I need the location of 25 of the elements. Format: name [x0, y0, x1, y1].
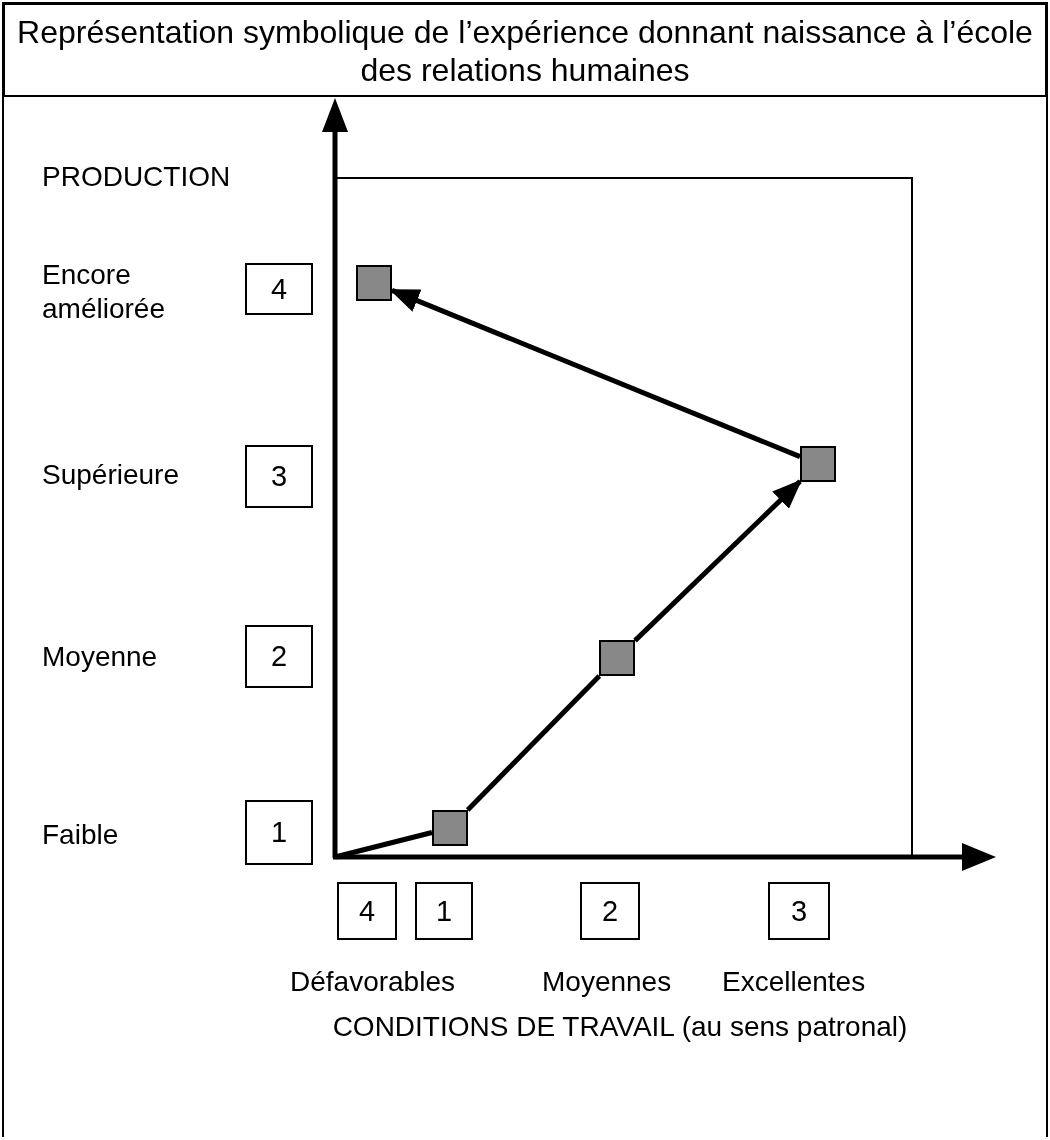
level-label: Encore améliorée [42, 258, 166, 326]
level-label: Faible [42, 818, 120, 852]
chart-title: Représentation symbolique de l’expérience donnant naissance à l’école des relations humaines [3, 3, 1047, 97]
level-label: Moyennes [542, 965, 673, 999]
level-label: Défavorables [290, 965, 456, 999]
arrow [633, 479, 803, 643]
rating-box: 2 [580, 882, 640, 940]
data-point-marker [800, 446, 836, 482]
rating-box: 3 [768, 882, 830, 940]
level-label: Supérieure [42, 458, 180, 492]
data-point-marker [599, 640, 635, 676]
rating-box: 3 [245, 445, 313, 508]
rating-box: 1 [245, 800, 313, 865]
level-label: Excellentes [722, 965, 867, 999]
connector-line [465, 674, 602, 812]
level-label: Moyenne [42, 640, 159, 674]
data-point-marker [432, 810, 468, 846]
rating-box: 2 [245, 625, 313, 688]
connector-line [334, 830, 433, 860]
rating-box: 4 [337, 882, 397, 940]
axis-title: CONDITIONS DE TRAVAIL (au sens patronal) [331, 1010, 909, 1044]
data-point-marker [356, 265, 392, 301]
rating-box: 1 [415, 882, 473, 940]
rating-box: 4 [245, 263, 313, 315]
axis-title: PRODUCTION [42, 160, 232, 194]
